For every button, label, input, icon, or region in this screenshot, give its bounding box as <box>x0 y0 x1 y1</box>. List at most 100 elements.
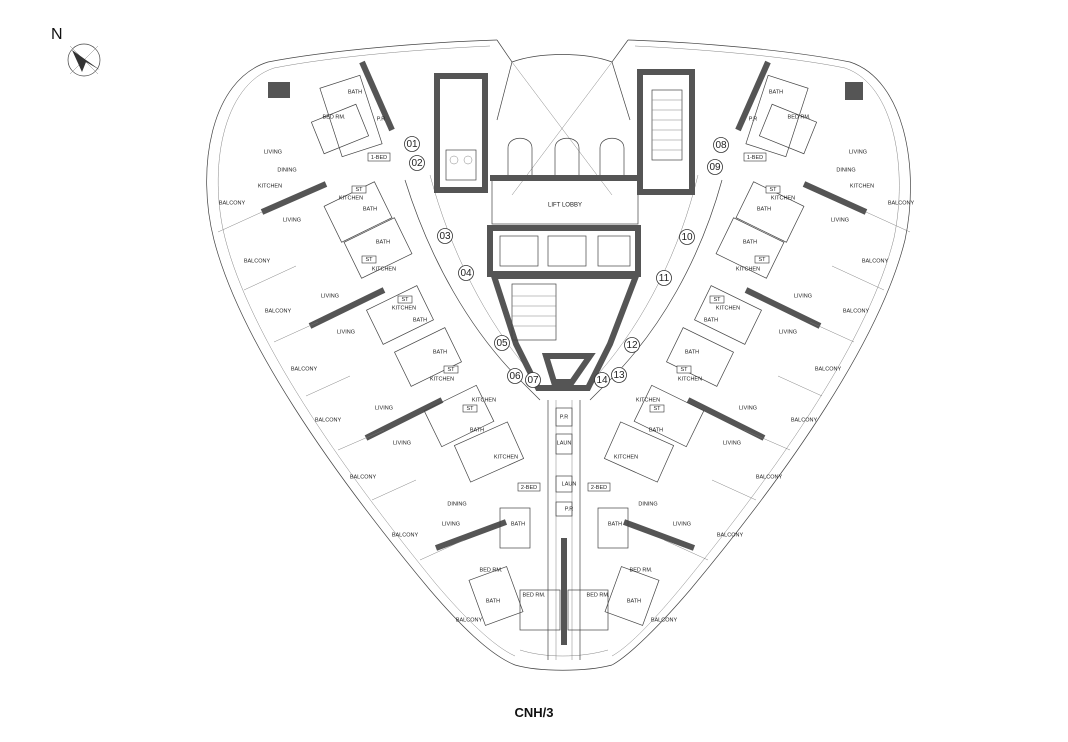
drawing-title: CNH/3 <box>514 705 554 720</box>
room-label: LIVING <box>723 440 741 446</box>
room-label: BATH <box>608 521 622 527</box>
room-label: ST <box>447 367 455 373</box>
room-label: LIVING <box>849 149 867 155</box>
svg-text:08: 08 <box>715 140 727 151</box>
north-label: N <box>51 26 63 43</box>
room-label: ST <box>365 257 373 263</box>
room-label: 2-BED <box>521 485 537 491</box>
unit-number-05: 05 <box>494 335 510 351</box>
unit-number-12: 12 <box>624 337 640 353</box>
room-label: BATH <box>743 239 757 245</box>
room-label: DINING <box>638 501 657 507</box>
svg-text:11: 11 <box>659 273 670 284</box>
lift-lobby-label: LIFT LOBBY <box>548 203 582 209</box>
room-label: BALCONY <box>791 417 818 423</box>
room-label: LIVING <box>794 293 812 299</box>
room-label: LIVING <box>283 217 301 223</box>
room-label: P.R <box>749 116 757 122</box>
room-label: KITCHEN <box>472 397 496 403</box>
unit-number-06: 06 <box>507 368 523 384</box>
room-label: LIVING <box>393 440 411 446</box>
room-label: BATH <box>486 598 500 604</box>
room-label: KITCHEN <box>678 376 702 382</box>
room-label: LIVING <box>264 149 282 155</box>
room-label: BALCONY <box>315 417 342 423</box>
room-label: BATH <box>649 427 663 433</box>
room-label: BALCONY <box>456 617 483 623</box>
unit-partitions <box>217 74 911 631</box>
room-label: LIVING <box>442 521 460 527</box>
room-label: KITCHEN <box>771 195 795 201</box>
room-label: KITCHEN <box>850 183 874 189</box>
party-walls <box>260 60 868 645</box>
room-label: LIVING <box>321 293 339 299</box>
room-labels-left: BATH BED RM. P.R LIVING DINING KITCHEN 1… <box>219 89 546 623</box>
room-label: ST <box>758 257 766 263</box>
room-label: 2-BED <box>591 485 607 491</box>
svg-text:04: 04 <box>460 268 472 279</box>
room-label: BALCONY <box>265 308 292 314</box>
unit-number-07: 07 <box>525 372 541 388</box>
room-label: BATH <box>433 349 447 355</box>
room-label: LIVING <box>673 521 691 527</box>
room-label: ST <box>713 297 721 303</box>
unit-numbers: 01 02 03 04 05 06 07 08 09 10 11 12 13 1… <box>404 136 729 388</box>
room-label: ST <box>401 297 409 303</box>
room-label: BATH <box>627 598 641 604</box>
room-label: BALCONY <box>219 200 246 206</box>
room-label: ST <box>769 187 777 193</box>
room-label: BATH <box>511 521 525 527</box>
room-label: BED RM. <box>523 592 546 598</box>
room-label: BATH <box>685 349 699 355</box>
svg-text:03: 03 <box>439 231 451 242</box>
room-label: 1-BED <box>371 155 387 161</box>
room-label: BALCONY <box>862 258 889 264</box>
room-label: P.R <box>377 116 385 122</box>
svg-text:12: 12 <box>626 340 638 351</box>
room-label: LIVING <box>779 329 797 335</box>
room-label: BED RM. <box>587 592 610 598</box>
room-labels-spine: P.R LAUN LAUN P.R <box>557 414 577 512</box>
room-label: BATH <box>348 89 362 95</box>
room-label: BED RM. <box>480 567 503 573</box>
building-envelope <box>206 39 911 671</box>
room-label: BALCONY <box>392 532 419 538</box>
room-label: BALCONY <box>888 200 915 206</box>
unit-number-08: 08 <box>713 137 729 153</box>
room-label: BALCONY <box>815 366 842 372</box>
svg-text:09: 09 <box>709 162 721 173</box>
room-label: LIVING <box>337 329 355 335</box>
room-label: KITCHEN <box>339 195 363 201</box>
room-label: BED RM. <box>323 114 346 120</box>
unit-number-03: 03 <box>437 228 453 244</box>
room-label: BALCONY <box>291 366 318 372</box>
room-labels-right: BATH BED RM. P.R LIVING DINING KITCHEN 1… <box>587 89 915 623</box>
room-label: DINING <box>447 501 466 507</box>
room-label: LIVING <box>739 405 757 411</box>
room-label: ST <box>680 367 688 373</box>
svg-text:07: 07 <box>527 375 539 386</box>
room-label: DINING <box>277 167 296 173</box>
svg-text:05: 05 <box>496 338 508 349</box>
svg-text:01: 01 <box>406 139 418 150</box>
svg-text:10: 10 <box>681 232 693 243</box>
floor-plan: LIFT LOBBY <box>67 39 915 671</box>
unit-number-09: 09 <box>707 159 723 175</box>
room-label: BATH <box>470 427 484 433</box>
room-label: KITCHEN <box>392 305 416 311</box>
room-label: LIVING <box>831 217 849 223</box>
room-label: LIVING <box>375 405 393 411</box>
room-label: BALCONY <box>651 617 678 623</box>
room-label: BATH <box>363 206 377 212</box>
room-label: 1-BED <box>747 155 763 161</box>
unit-number-13: 13 <box>611 367 627 383</box>
room-label: KITCHEN <box>430 376 454 382</box>
unit-number-01: 01 <box>404 136 420 152</box>
room-label: P.R <box>560 414 568 420</box>
unit-number-02: 02 <box>409 155 425 171</box>
room-label: KITCHEN <box>736 266 760 272</box>
room-label: BALCONY <box>843 308 870 314</box>
room-label: DINING <box>836 167 855 173</box>
building-core: LIFT LOBBY <box>434 69 695 391</box>
room-label: BATH <box>757 206 771 212</box>
